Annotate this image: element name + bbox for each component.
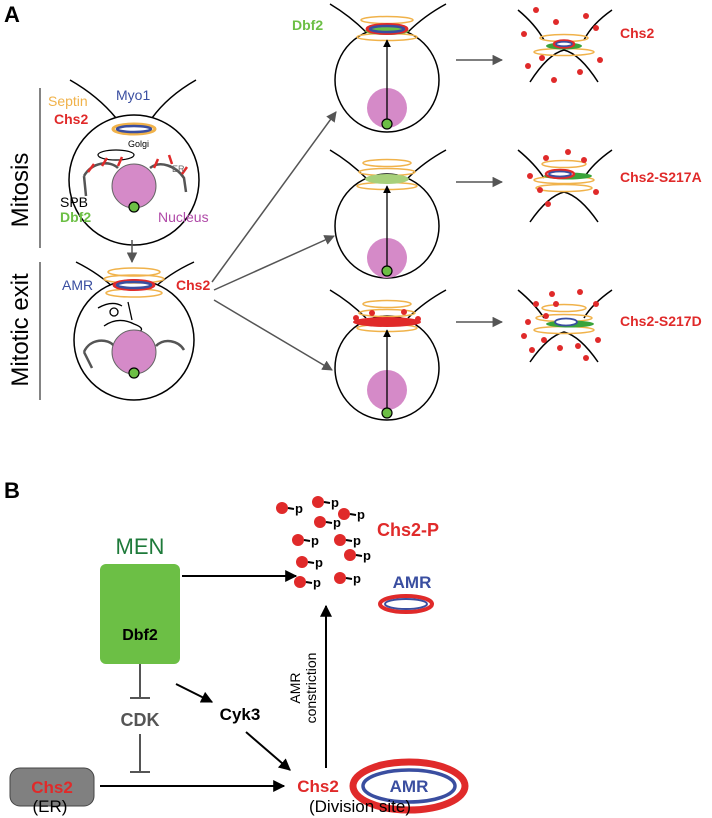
septin-label: Septin — [48, 93, 88, 109]
arrow-to-scenario-3 — [213, 299, 333, 371]
cdk-label: CDK — [121, 710, 160, 730]
septin-ring — [111, 122, 157, 136]
amr-ring — [115, 280, 153, 290]
phospho-label: p — [333, 515, 341, 530]
chs2-p-label: Chs2-P — [377, 520, 439, 540]
phase-exit-label: Mitotic exit — [7, 262, 41, 400]
phospho-label: p — [311, 533, 319, 548]
er-caption: (ER) — [33, 797, 68, 816]
panel-a-letter: A — [4, 2, 20, 27]
arrow-to-scenario-2 — [213, 235, 335, 291]
outcome-label-2: Chs2-S217A — [620, 169, 702, 185]
amr-small-label: AMR — [393, 573, 432, 592]
outcome-cell-2 — [517, 149, 613, 223]
chs2-er-box-label: Chs2 — [31, 778, 73, 797]
chs2-site-label: Chs2 — [297, 777, 339, 796]
myo1-label: Myo1 — [116, 87, 150, 103]
chs2-p-glyph: p — [276, 501, 303, 516]
outcome-label-3: Chs2-S217D — [620, 313, 702, 329]
dbf2-label: Dbf2 — [60, 209, 91, 225]
phospho-label: p — [295, 501, 303, 516]
constriction-label-2: constriction — [303, 653, 319, 724]
chs2-p-glyph: p — [344, 548, 371, 563]
cyk3-label: Cyk3 — [220, 705, 261, 724]
scenario-cell-2 — [329, 149, 447, 279]
chs2-p-glyph: p — [294, 575, 321, 590]
nucleus-shape — [111, 163, 157, 209]
chs2-exit-label: Chs2 — [176, 277, 210, 293]
chs2-p-glyph: p — [296, 555, 323, 570]
spb-dot — [128, 201, 140, 213]
nucleus-label: Nucleus — [158, 209, 209, 225]
phospho-label: p — [363, 548, 371, 563]
myo1-ring — [115, 124, 153, 134]
amr-label: AMR — [62, 277, 93, 293]
chs2-p-glyph: p — [314, 515, 341, 530]
arrow-to-scenario-1 — [211, 111, 337, 283]
dbf2-box-label: Dbf2 — [122, 627, 158, 644]
panel-b-letter: B — [4, 478, 20, 503]
golgi-shape — [97, 149, 135, 161]
er-shape — [82, 162, 188, 197]
chs2-er-box — [9, 767, 95, 807]
golgi-label: Golgi — [128, 139, 149, 149]
chs2-label: Chs2 — [54, 111, 88, 127]
phospho-label: p — [353, 533, 361, 548]
cyk3-to-chs2-arrow — [245, 731, 291, 771]
dbf2-top-label: Dbf2 — [292, 17, 323, 33]
outcome-label-1: Chs2 — [620, 25, 654, 41]
spb-label: SPB — [60, 194, 88, 210]
chs2-p-glyph: p — [334, 533, 361, 548]
phospho-label: p — [353, 571, 361, 586]
site-caption: (Division site) — [309, 797, 411, 816]
men-label: MEN — [116, 534, 165, 559]
phospho-label: p — [331, 495, 339, 510]
mitosis-cell — [68, 79, 200, 246]
chs2-p-glyph: p — [334, 571, 361, 586]
phospho-label: p — [357, 507, 365, 522]
outcome-cell-1 — [517, 7, 613, 83]
constriction-label-1: AMR — [287, 672, 303, 703]
er-label: ER — [172, 164, 185, 174]
svg-text:Mitosis: Mitosis — [7, 153, 34, 228]
mitotic-exit-cell — [73, 261, 195, 401]
phase-mitosis-label: Mitosis — [7, 88, 41, 248]
chs2-p-glyph: p — [312, 495, 339, 510]
dbf2-box — [100, 564, 180, 664]
chs2-p-glyph: p — [292, 533, 319, 548]
outcome-cell-3 — [517, 289, 613, 363]
scenario-cell-3 — [329, 289, 447, 421]
scenario-cell-1 — [329, 3, 447, 133]
chs2-er-marks — [87, 154, 189, 175]
chs2-p-glyph: p — [338, 507, 365, 522]
amr-large-label: AMR — [390, 777, 429, 796]
phospho-label: p — [315, 555, 323, 570]
amr-chs2-ring — [112, 279, 156, 291]
dbf2-to-cyk3-arrow — [175, 683, 214, 703]
svg-text:Mitotic exit: Mitotic exit — [7, 273, 34, 387]
phospho-label: p — [313, 575, 321, 590]
